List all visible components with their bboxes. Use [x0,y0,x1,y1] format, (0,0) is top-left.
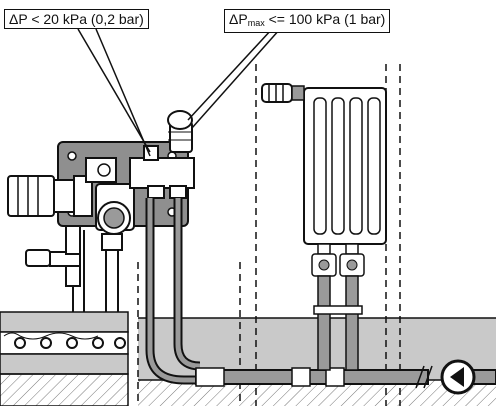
mixing-valve [85,157,135,235]
callout-leader-lines [77,28,281,157]
bypass-valve-block [129,110,195,199]
underfloor-pipes [14,337,126,349]
return-valve-stack [25,225,123,312]
floor-build-up-left [0,311,129,406]
circulation-pump-icon [440,359,476,395]
supply-return-pipes [145,198,201,385]
radiator [303,87,387,245]
radiator-thermostat-icon [261,83,305,103]
circulation-pump [7,175,93,217]
radiator-connections [311,243,365,371]
pressure-callout-low: ΔP < 20 kPa (0,2 bar) [4,9,149,29]
pressure-callout-max: ΔPmax <= 100 kPa (1 bar) [224,9,391,33]
